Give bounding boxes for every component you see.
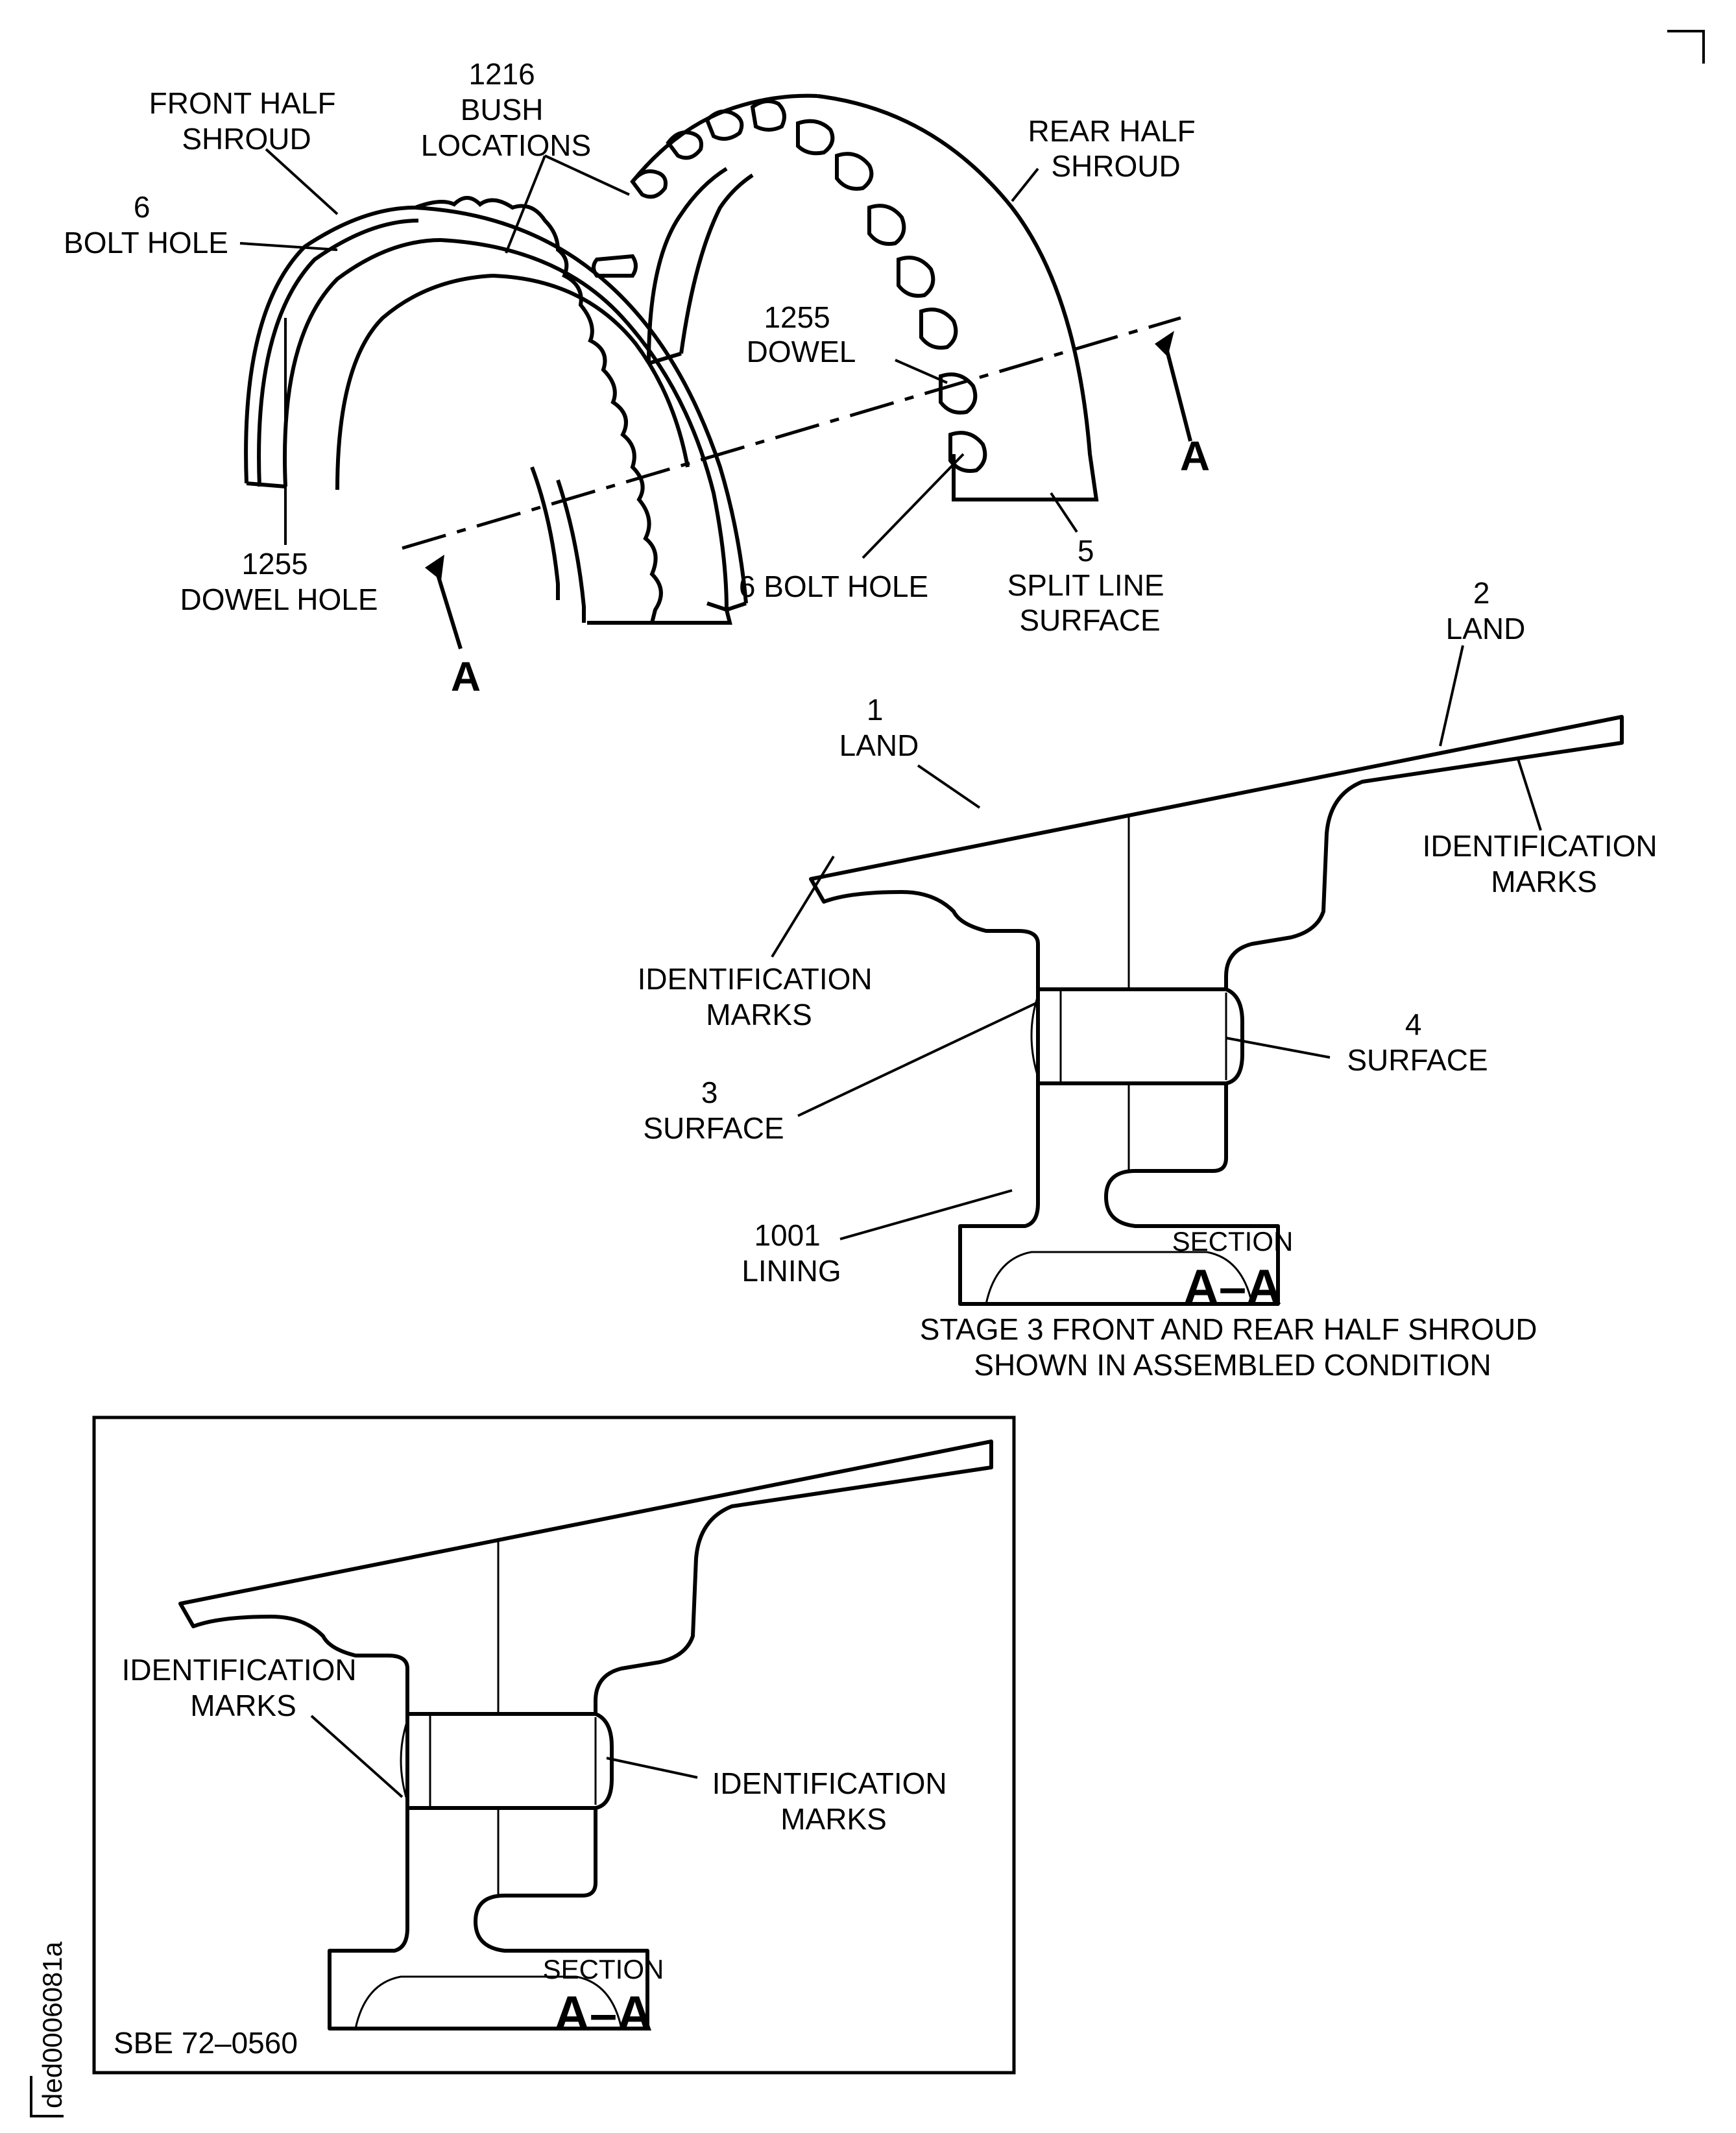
section-caption: STAGE 3 FRONT AND REAR HALF SHROUD SHOWN… — [920, 1312, 1545, 1382]
label-identification-marks-left: IDENTIFICATION MARKS — [638, 962, 881, 1031]
bush-locations — [630, 99, 987, 501]
label-land-1: 1 LAND — [839, 693, 919, 762]
section-arrowhead-right — [1155, 331, 1174, 357]
section-line-a-a — [402, 316, 1181, 550]
inset-leaders — [310, 1715, 698, 1798]
section-id-inset: A–A — [554, 1986, 653, 2042]
front-shroud-scallops — [414, 196, 663, 623]
front-half-shroud — [244, 206, 748, 625]
section-leaders — [771, 645, 1542, 1240]
inset-frame — [92, 1416, 1016, 2075]
label-bush-locations: 1216 BUSH LOCATIONS — [421, 57, 591, 162]
section-letter-left: A — [451, 653, 481, 700]
label-bolt-hole-rear: 6 BOLT HOLE — [739, 570, 928, 603]
label-land-2: 2 LAND — [1446, 576, 1526, 645]
label-identification-marks-right: IDENTIFICATION MARKS — [1423, 829, 1666, 898]
section-arrowhead-left — [425, 555, 444, 581]
upper-leaders — [239, 148, 1078, 559]
figure-code: ded0006081a — [37, 1941, 67, 2108]
inset-reference: SBE 72–0560 — [114, 2026, 298, 2060]
figure-code-mark — [30, 2076, 64, 2117]
section-letter-right: A — [1180, 433, 1210, 479]
section-word-inset: SECTION — [543, 1954, 664, 1984]
section-arrow-right — [1163, 340, 1192, 442]
label-bolt-hole-front: 6 BOLT HOLE — [64, 190, 228, 259]
section-view-main — [811, 717, 1622, 1304]
label-front-half-shroud: FRONT HALF SHROUD — [149, 86, 344, 156]
label-surface-3: 3 SURFACE — [643, 1076, 784, 1145]
label-split-line-surface: 5 SPLIT LINE SURFACE — [1007, 534, 1173, 637]
label-rear-half-shroud: REAR HALF SHROUD — [1028, 114, 1204, 183]
section-word-main: SECTION — [1172, 1226, 1294, 1257]
dowel-pin — [592, 254, 638, 278]
label-dowel-hole: 1255 DOWEL HOLE — [180, 547, 378, 616]
section-id-main: A–A — [1183, 1260, 1282, 1315]
corner-mark — [1667, 30, 1705, 64]
inset-label-identification-marks-right: IDENTIFICATION MARKS — [712, 1766, 956, 1836]
label-lining: 1001 LINING — [741, 1218, 841, 1288]
label-surface-4: 4 SURFACE — [1347, 1007, 1488, 1077]
inset-label-identification-marks-left: IDENTIFICATION MARKS — [122, 1653, 365, 1722]
label-dowel: 1255 DOWEL — [747, 300, 856, 368]
section-view-inset — [180, 1441, 991, 2029]
rear-half-shroud — [592, 93, 1099, 501]
